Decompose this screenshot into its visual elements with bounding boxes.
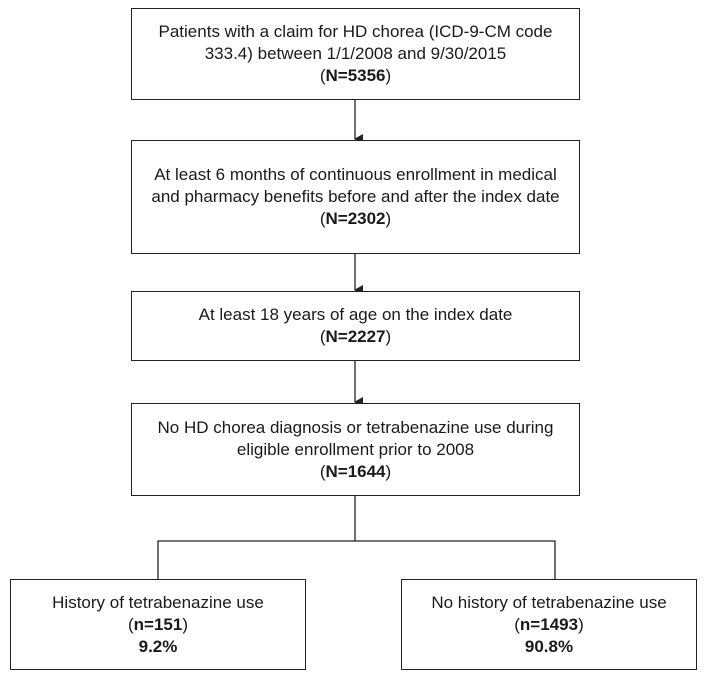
- flow-box-no-history-tetrabenazine-percent: 90.8%: [524, 636, 574, 656]
- flow-box-age: At least 18 years of age on the index da…: [131, 291, 580, 361]
- count-value: N=5356: [325, 66, 386, 85]
- flow-box-initial-claims-text: Patients with a claim for HD chorea (ICD…: [158, 22, 553, 63]
- flow-box-no-history-tetrabenazine-count: (n=1493): [514, 614, 584, 634]
- count-value: N=1644: [325, 461, 386, 481]
- flow-box-no-prior-diagnosis-text: No HD chorea diagnosis or tetrabenazine …: [157, 417, 554, 459]
- count-value: N=2302: [325, 209, 386, 228]
- flow-box-history-tetrabenazine: History of tetrabenazine use (n=151) 9.2…: [10, 579, 306, 670]
- flow-box-initial-claims-count: (N=5356): [319, 66, 392, 85]
- flow-box-enrollment: At least 6 months of continuous enrollme…: [131, 140, 580, 254]
- count-value: n=1493: [519, 614, 579, 634]
- flow-box-age-count: (N=2227): [319, 327, 392, 346]
- flow-box-history-tetrabenazine-text: History of tetrabenazine use: [52, 592, 264, 612]
- flow-box-no-history-tetrabenazine-text: No history of tetrabenazine use: [431, 592, 667, 612]
- flow-box-history-tetrabenazine-count: (n=151): [127, 614, 189, 634]
- flow-box-initial-claims: Patients with a claim for HD chorea (ICD…: [131, 8, 580, 100]
- flow-box-no-history-tetrabenazine: No history of tetrabenazine use (n=1493)…: [401, 579, 697, 670]
- flow-box-no-prior-diagnosis-count: (N=1644): [319, 461, 392, 481]
- flow-box-enrollment-count: (N=2302): [319, 209, 392, 228]
- count-value: n=151: [133, 614, 183, 634]
- flow-box-no-prior-diagnosis: No HD chorea diagnosis or tetrabenazine …: [131, 403, 580, 496]
- split-connector: [157, 540, 556, 579]
- flow-box-history-tetrabenazine-percent: 9.2%: [138, 636, 178, 656]
- count-value: N=2227: [325, 327, 386, 346]
- flow-box-age-text: At least 18 years of age on the index da…: [198, 305, 513, 324]
- flow-box-enrollment-text: At least 6 months of continuous enrollme…: [151, 165, 560, 206]
